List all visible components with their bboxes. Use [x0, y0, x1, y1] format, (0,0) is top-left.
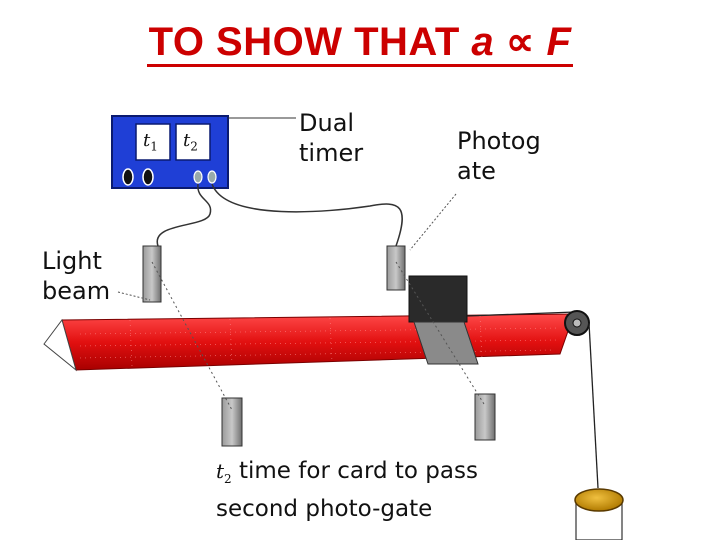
photogate-leader-line — [409, 193, 457, 251]
dual-timer — [111, 115, 229, 189]
timer-knob-1 — [122, 168, 134, 186]
light-beam-1 — [151, 261, 233, 411]
string-horizontal — [466, 311, 576, 317]
page-title: TO SHOW THAT a ∝ F — [0, 22, 720, 67]
light-beam-leader-line — [117, 291, 151, 301]
caption-t-sub: 2 — [224, 472, 232, 486]
timer-t2-label: t2 — [183, 130, 198, 154]
pulley — [564, 310, 590, 336]
caption-t-base: t — [216, 459, 225, 483]
caption: t2 time for card to pass second photo-ga… — [216, 456, 478, 524]
timer-socket-1 — [193, 170, 203, 184]
timer-t1-base: t — [143, 130, 151, 151]
light-beam-label-line2: beam — [42, 277, 111, 305]
caption-line1-text: time for card to pass — [231, 458, 478, 484]
caption-line1: t2 time for card to pass — [216, 456, 478, 494]
photogate-2-upper — [386, 245, 406, 291]
photogate-label-line1: Photog — [457, 127, 541, 155]
light-beam-label: Light beam — [42, 246, 110, 306]
dual-timer-label-line2: timer — [299, 139, 364, 167]
photogate-label: Photog ate — [457, 126, 541, 186]
cable-to-gate-2 — [211, 183, 403, 247]
dual-timer-label: Dual timer — [299, 108, 363, 168]
title-proportional-symbol: ∝ — [494, 20, 547, 64]
title-prefix: TO SHOW THAT — [148, 20, 472, 64]
timer-t1-sub: 1 — [150, 139, 158, 154]
photogate-2-lower — [474, 393, 496, 441]
light-beam-label-line1: Light — [42, 247, 102, 275]
hanging-weight — [574, 488, 624, 540]
card — [408, 275, 468, 323]
string-vertical — [588, 322, 599, 489]
photogate-1-lower — [221, 397, 243, 447]
timer-socket-2 — [207, 170, 217, 184]
timer-t1-label: t1 — [143, 130, 158, 154]
timer-t2-sub: 2 — [190, 139, 198, 154]
timer-t2-base: t — [183, 130, 191, 151]
runway-track — [43, 313, 575, 372]
cable-to-gate-1 — [156, 183, 212, 247]
caption-t2: t2 — [216, 459, 232, 486]
title-f: F — [546, 20, 572, 64]
caption-line2: second photo-gate — [216, 496, 433, 522]
dual-timer-label-line1: Dual — [299, 109, 355, 137]
title-a: a — [471, 20, 495, 64]
photogate-label-line2: ate — [457, 157, 496, 185]
timer-knob-2 — [142, 168, 154, 186]
timer-display-2 — [175, 123, 211, 161]
timer-display-1 — [135, 123, 171, 161]
photogate-1-upper — [142, 245, 162, 303]
